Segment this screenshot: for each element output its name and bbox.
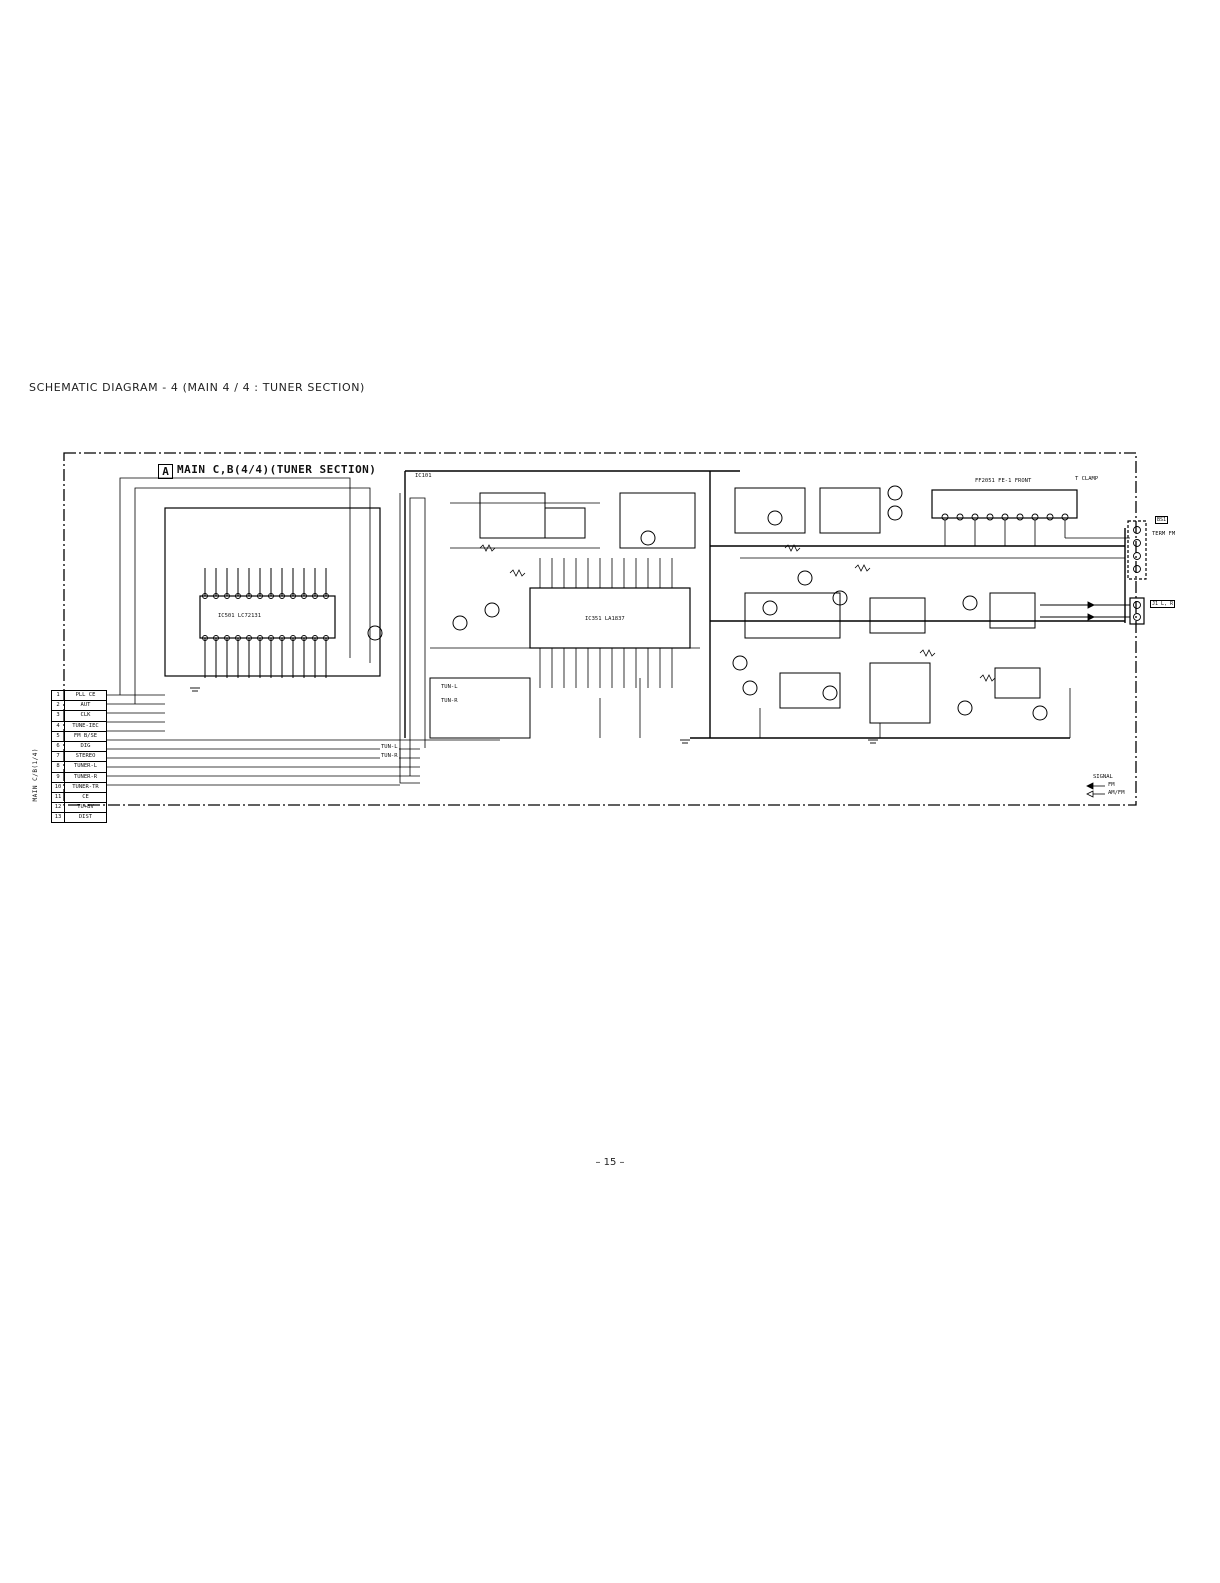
legend-am-fm: AM/FM — [1108, 790, 1125, 796]
fm-frontend-label: FF2051 FE-1 FRONT — [975, 478, 1032, 484]
signal-label-tun-l-2: TUN-L — [440, 684, 459, 690]
signal-label-tun-r-2: TUN-R — [440, 698, 459, 704]
schematic-drawing — [63, 452, 1147, 806]
page-number: – 15 – — [595, 1157, 625, 1168]
signal-label-tun-r: TUN-R — [380, 753, 399, 759]
ic-tuner-label: IC351 LA1837 — [585, 616, 625, 622]
signal-label-tun-l: TUN-L — [380, 744, 399, 750]
antenna-block-tag: BS1 — [1155, 516, 1169, 524]
section-letter: A — [158, 464, 173, 479]
schematic-title: MAIN C,B(4/4)(TUNER SECTION) — [177, 463, 377, 476]
schematic-diagram: A MAIN C,B(4/4)(TUNER SECTION) MAIN C/B(… — [32, 448, 1180, 824]
ic-fm-label: IC101 — [415, 473, 432, 479]
antenna-term-label: TERM FM — [1152, 531, 1176, 537]
legend-fm: FM — [1108, 782, 1115, 788]
output-jack-tag: J1 L, R — [1150, 600, 1176, 608]
page-caption: SCHEMATIC DIAGRAM - 4 (MAIN 4 / 4 : TUNE… — [29, 381, 365, 394]
tuning-note: T CLAMP — [1075, 476, 1099, 482]
legend-title: SIGNAL — [1093, 774, 1113, 780]
ic-pll-label: IC501 LC72131 — [218, 613, 262, 619]
connector-label: MAIN C/B(1/4) — [32, 748, 39, 802]
